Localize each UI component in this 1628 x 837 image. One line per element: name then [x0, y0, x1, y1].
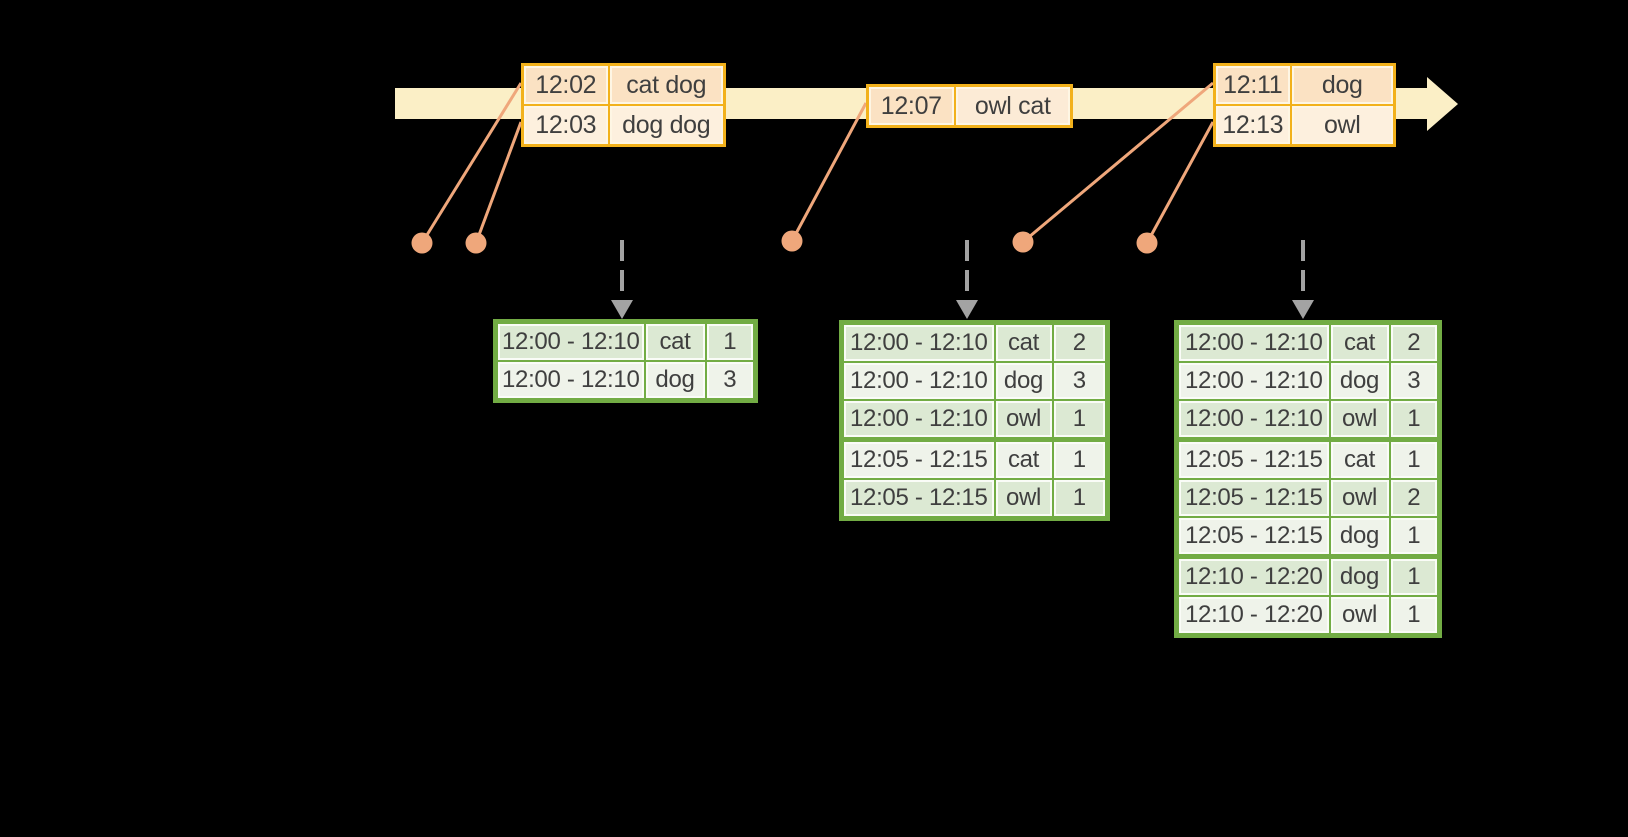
count-cell: 1	[1388, 516, 1441, 558]
event-connector-line	[474, 121, 523, 244]
word-cell: dog	[993, 361, 1054, 401]
word-cell: owl	[1328, 399, 1391, 441]
word-cell: dog	[1328, 554, 1391, 597]
window-cell: 12:10 - 12:20	[1175, 595, 1331, 637]
event-row: 12:11 dog	[1213, 63, 1396, 106]
window-cell: 12:00 - 12:10	[494, 320, 646, 362]
word-cell: dog	[1328, 516, 1391, 558]
result-row: 12:00 - 12:10 dog 3	[494, 360, 757, 402]
result-row: 12:00 - 12:10 cat 2	[1175, 321, 1441, 363]
event-time-cell: 12:03	[521, 104, 610, 147]
count-cell: 1	[1051, 478, 1109, 520]
event-time-cell: 12:11	[1213, 63, 1292, 106]
event-words-cell: owl	[1289, 104, 1396, 147]
count-cell: 3	[704, 360, 757, 402]
word-cell: cat	[993, 321, 1054, 363]
window-cell: 12:05 - 12:15	[1175, 478, 1331, 518]
count-cell: 1	[704, 320, 757, 362]
word-cell: cat	[1328, 437, 1391, 480]
result-row: 12:00 - 12:10 dog 3	[1175, 361, 1441, 401]
event-row: 12:02 cat dog	[521, 63, 726, 106]
window-cell: 12:00 - 12:10	[840, 321, 996, 363]
event-row: 12:03 dog dog	[521, 104, 726, 147]
event-connector-line	[420, 82, 523, 244]
event-row: 12:07 owl cat	[866, 84, 1073, 128]
event-words-cell: cat dog	[607, 63, 726, 106]
event-time-cell: 12:02	[521, 63, 610, 106]
event-dot	[781, 230, 803, 252]
event-table-3: 12:11 dog 12:13 owl	[1213, 63, 1396, 147]
window-cell: 12:00 - 12:10	[1175, 361, 1331, 401]
result-row: 12:05 - 12:15 cat 1	[840, 437, 1109, 480]
count-cell: 2	[1388, 321, 1441, 363]
result-row: 12:05 - 12:15 owl 2	[1175, 478, 1441, 518]
event-connector-line	[790, 102, 868, 242]
result-row: 12:00 - 12:10 cat 2	[840, 321, 1109, 363]
window-cell: 12:05 - 12:15	[840, 437, 996, 480]
word-cell: dog	[1328, 361, 1391, 401]
count-cell: 1	[1388, 595, 1441, 637]
word-cell: cat	[1328, 321, 1391, 363]
window-cell: 12:00 - 12:10	[1175, 321, 1331, 363]
word-cell: owl	[993, 478, 1054, 520]
trigger-arrowhead-icon	[611, 300, 633, 319]
window-cell: 12:05 - 12:15	[840, 478, 996, 520]
result-row: 12:05 - 12:15 cat 1	[1175, 437, 1441, 480]
trigger-arrowhead-icon	[1292, 300, 1314, 319]
count-cell: 1	[1051, 399, 1109, 441]
word-cell: owl	[1328, 478, 1391, 518]
window-cell: 12:00 - 12:10	[494, 360, 646, 402]
event-connector-line	[1145, 121, 1215, 244]
result-row: 12:00 - 12:10 owl 1	[840, 399, 1109, 441]
window-cell: 12:00 - 12:10	[1175, 399, 1331, 441]
result-table-1: 12:00 - 12:10 cat 1 12:00 - 12:10 dog 3	[493, 319, 758, 403]
event-words-cell: dog dog	[607, 104, 726, 147]
result-row: 12:00 - 12:10 cat 1	[494, 320, 757, 362]
count-cell: 3	[1051, 361, 1109, 401]
result-table-2: 12:00 - 12:10 cat 2 12:00 - 12:10 dog 3 …	[839, 320, 1110, 521]
result-row: 12:10 - 12:20 owl 1	[1175, 595, 1441, 637]
event-table-2: 12:07 owl cat	[866, 84, 1073, 128]
event-dot	[465, 232, 487, 254]
count-cell: 1	[1388, 437, 1441, 480]
word-cell: owl	[993, 399, 1054, 441]
word-cell: cat	[643, 320, 707, 362]
event-row: 12:13 owl	[1213, 104, 1396, 147]
event-dot	[1136, 232, 1158, 254]
event-time-cell: 12:13	[1213, 104, 1292, 147]
event-words-cell: dog	[1289, 63, 1396, 106]
result-row: 12:05 - 12:15 dog 1	[1175, 516, 1441, 558]
result-row: 12:00 - 12:10 dog 3	[840, 361, 1109, 401]
event-words-cell: owl cat	[953, 84, 1073, 128]
event-connector-line	[1022, 81, 1214, 244]
word-cell: owl	[1328, 595, 1391, 637]
window-cell: 12:05 - 12:15	[1175, 516, 1331, 558]
window-cell: 12:10 - 12:20	[1175, 554, 1331, 597]
trigger-arrowhead-icon	[956, 300, 978, 319]
word-cell: dog	[643, 360, 707, 402]
event-table-1: 12:02 cat dog 12:03 dog dog	[521, 63, 726, 147]
event-time-cell: 12:07	[866, 84, 956, 128]
result-row: 12:10 - 12:20 dog 1	[1175, 554, 1441, 597]
count-cell: 1	[1388, 554, 1441, 597]
count-cell: 3	[1388, 361, 1441, 401]
result-row: 12:00 - 12:10 owl 1	[1175, 399, 1441, 441]
event-dot	[1012, 231, 1034, 253]
event-time-axis-arrowhead-icon	[1427, 77, 1458, 131]
count-cell: 2	[1388, 478, 1441, 518]
count-cell: 1	[1388, 399, 1441, 441]
word-cell: cat	[993, 437, 1054, 480]
count-cell: 2	[1051, 321, 1109, 363]
event-dot	[411, 232, 433, 254]
window-cell: 12:05 - 12:15	[1175, 437, 1331, 480]
result-table-3: 12:00 - 12:10 cat 2 12:00 - 12:10 dog 3 …	[1174, 320, 1442, 638]
count-cell: 1	[1051, 437, 1109, 480]
window-cell: 12:00 - 12:10	[840, 361, 996, 401]
result-row: 12:05 - 12:15 owl 1	[840, 478, 1109, 520]
window-cell: 12:00 - 12:10	[840, 399, 996, 441]
